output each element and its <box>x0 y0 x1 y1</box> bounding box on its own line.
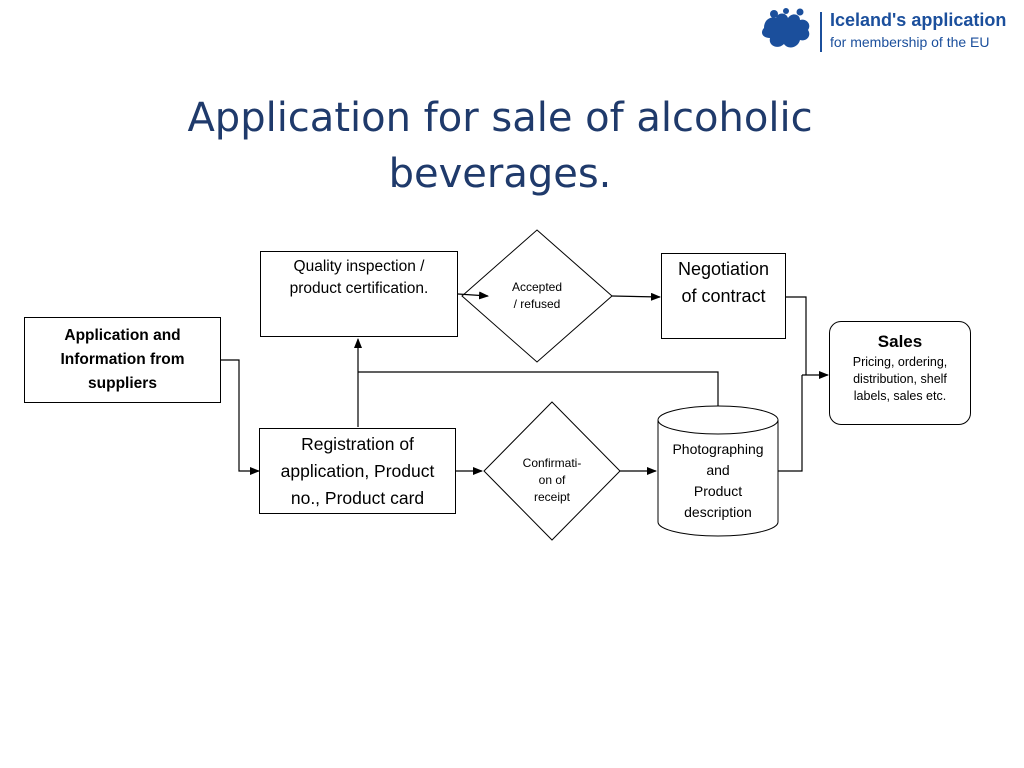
logo-divider <box>820 12 822 52</box>
sales-line-2: distribution, shelf <box>853 372 947 386</box>
accepted-line-2: / refused <box>513 297 561 311</box>
logo: Iceland's application for membership of … <box>760 8 1016 54</box>
photographing-cylinder-shape <box>657 405 779 537</box>
line-photographing-to-sales <box>778 375 803 472</box>
applications-line-1: Application and <box>64 327 181 344</box>
arrow-accepted-to-negotiation <box>611 292 661 301</box>
applications-line-2: Information from <box>60 351 185 368</box>
registration-line-3: no., Product card <box>290 487 425 508</box>
accepted-refused-label: Accepted / refused <box>497 276 577 316</box>
page-title-line-1: Application for sale of alcoholic <box>187 95 813 141</box>
registration-line-2: application, Product <box>280 460 435 481</box>
photographing-label: Photographing and Product description <box>660 439 776 523</box>
sales-box: Sales Pricing, ordering, distribution, s… <box>829 321 971 425</box>
sales-heading: Sales <box>877 332 923 351</box>
photographing-line-1: Photographing <box>672 441 764 457</box>
negotiation-line-1: Negotiation <box>677 259 770 279</box>
negotiation-box: Negotiation of contract <box>661 253 786 339</box>
page-title: Application for sale of alcoholic bevera… <box>150 90 850 202</box>
arrow-quality-to-accepted <box>457 291 489 300</box>
quality-line-2: product certification. <box>289 280 429 297</box>
confirmation-line-1: Confirmati- <box>522 455 582 470</box>
arrow-applications-to-registration <box>221 359 260 475</box>
photographing-line-2: and <box>706 462 730 478</box>
quality-line-1: Quality inspection / <box>293 258 425 275</box>
logo-subtitle: for membership of the EU <box>830 34 990 50</box>
sales-line-3: labels, sales etc. <box>853 389 947 403</box>
applications-line-3: suppliers <box>88 375 157 392</box>
photographing-line-4: description <box>684 504 752 520</box>
logo-mark-icon <box>762 8 810 48</box>
logo-title: Iceland's application <box>830 10 1007 30</box>
confirmation-line-2: on of <box>538 472 566 487</box>
quality-inspection-box: Quality inspection / product certificati… <box>260 251 458 337</box>
applications-box: Application and Information from supplie… <box>24 317 221 403</box>
page-title-line-2: beverages. <box>388 151 612 197</box>
sales-line-1: Pricing, ordering, <box>852 355 948 369</box>
line-negotiation-to-sales <box>786 296 807 375</box>
accepted-line-1: Accepted <box>511 280 563 294</box>
accepted-diamond-shape <box>461 229 613 363</box>
line-photographing-to-quality <box>358 371 719 406</box>
registration-box: Registration of application, Product no.… <box>259 428 456 514</box>
negotiation-line-2: of contract <box>681 286 766 306</box>
photographing-line-3: Product <box>693 483 743 499</box>
confirmation-line-3: receipt <box>533 489 571 504</box>
confirmation-label: Confirmati- on of receipt <box>512 452 592 508</box>
confirmation-diamond-shape <box>483 401 621 541</box>
registration-line-1: Registration of <box>301 433 414 454</box>
